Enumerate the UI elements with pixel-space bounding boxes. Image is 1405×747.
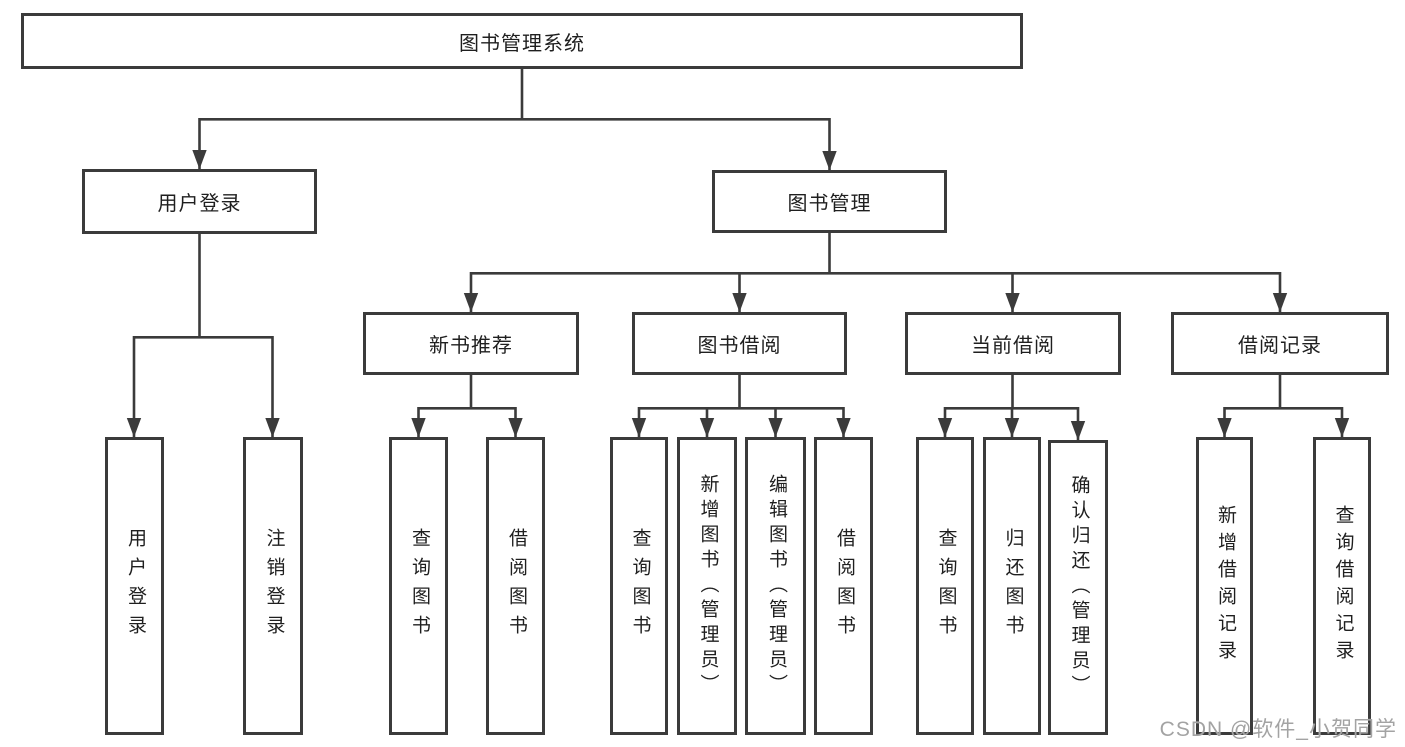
- leaf-label: 归还图书: [1002, 528, 1024, 644]
- node-label: 当前借阅: [971, 335, 1055, 357]
- leaf-br-query-record: 查询借阅记录: [1313, 437, 1371, 735]
- node-new-book-recommend: 新书推荐: [363, 312, 579, 375]
- connector-root-trunk: [199, 69, 830, 121]
- leaf-label: 借阅图书: [833, 528, 855, 644]
- leaf-label: 查询借阅记录: [1332, 505, 1354, 667]
- leaf-label: 新增图书（管理员）: [697, 473, 719, 699]
- node-label: 图书管理: [787, 193, 872, 215]
- connector-borrow-records-trunk: [1224, 375, 1342, 410]
- leaf-label: 用户登录: [124, 528, 146, 644]
- leaf-label: 查询图书: [629, 528, 651, 644]
- connector-current-borrow-trunk: [945, 375, 1078, 410]
- node-label: 图书管理系统: [459, 32, 585, 55]
- csdn-watermark: CSDN @软件_小贺同学: [1159, 718, 1397, 741]
- leaf-nb-borrow-books: 借阅图书: [486, 437, 545, 735]
- leaf-br-add-record: 新增借阅记录: [1196, 437, 1253, 735]
- leaf-bb-borrow-books: 借阅图书: [814, 437, 873, 735]
- node-user-login: 用户登录: [82, 169, 317, 234]
- leaf-label: 查询图书: [408, 528, 430, 644]
- connector-new-book-trunk: [418, 375, 516, 410]
- leaf-nb-query-books: 查询图书: [389, 437, 448, 735]
- leaf-cb-return-books: 归还图书: [983, 437, 1041, 735]
- leaf-cb-query-books: 查询图书: [916, 437, 974, 735]
- leaf-label: 确认归还（管理员）: [1068, 475, 1090, 700]
- leaf-logout: 注销登录: [243, 437, 303, 735]
- node-label: 图书借阅: [697, 335, 782, 357]
- leaf-label: 借阅图书: [505, 528, 527, 644]
- leaf-label: 注销登录: [263, 528, 285, 644]
- leaf-cb-confirm-return-admin: 确认归还（管理员）: [1048, 440, 1108, 735]
- leaf-label: 新增借阅记录: [1214, 505, 1236, 667]
- node-current-borrow: 当前借阅: [905, 312, 1121, 375]
- node-label: 新书推荐: [429, 335, 513, 357]
- node-label: 用户登录: [157, 193, 242, 215]
- leaf-label: 编辑图书（管理员）: [765, 473, 787, 699]
- leaf-bb-query-books: 查询图书: [610, 437, 668, 735]
- leaf-bb-edit-books-admin: 编辑图书（管理员）: [745, 437, 806, 735]
- leaf-label: 查询图书: [935, 528, 957, 644]
- leaf-user-login: 用户登录: [105, 437, 164, 735]
- connector-book-borrow-trunk: [639, 375, 844, 410]
- connector-book-management-bus: [471, 233, 1280, 275]
- node-borrow-records: 借阅记录: [1171, 312, 1389, 375]
- node-library-management-system: 图书管理系统: [21, 13, 1023, 69]
- connector-user-login-trunk: [134, 234, 273, 339]
- node-book-management: 图书管理: [712, 170, 947, 233]
- leaf-bb-add-books-admin: 新增图书（管理员）: [677, 437, 737, 735]
- node-label: 借阅记录: [1238, 335, 1322, 357]
- node-book-borrow: 图书借阅: [632, 312, 847, 375]
